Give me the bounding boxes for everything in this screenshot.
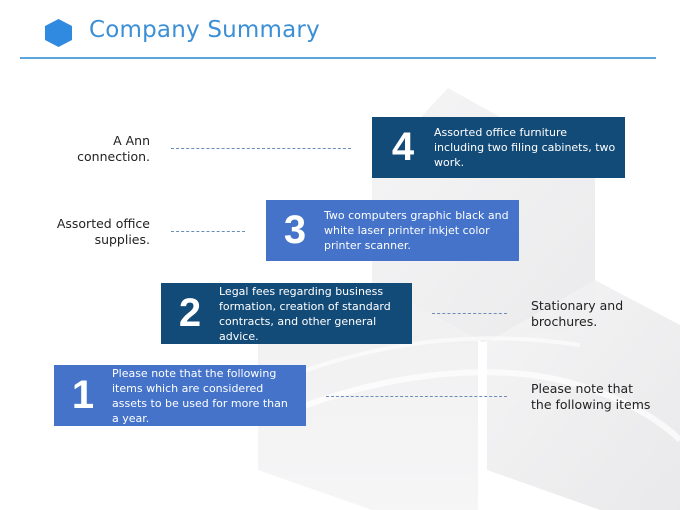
step-box-2: 2 Legal fees regarding business formatio… [161,283,412,344]
step-description: Legal fees regarding business formation,… [219,284,391,343]
connector-line [171,148,351,149]
step-description: Please note that the following items whi… [112,366,288,425]
step-description: Two computers graphic black and white la… [324,209,509,252]
step-number: 1 [71,373,95,417]
step-label-1: Please note that the following items [531,381,651,412]
step-label-2: Stationary and brochures. [531,298,624,329]
bg-swirl [268,369,680,443]
hexagon-icon [45,19,72,47]
step-box-3: 3 Two computers graphic black and white … [266,200,519,261]
connector-line [171,231,245,232]
step-label-3: Assorted office supplies. [56,216,150,247]
connector-line [326,396,507,397]
step-number: 4 [391,125,415,169]
step-number: 3 [283,208,307,252]
step-number: 2 [178,291,202,335]
step-label-4: A Ann connection. [77,133,150,164]
bg-hexagon-right [487,280,680,510]
step-box-4: 4 Assorted office furniture including tw… [372,117,625,178]
step-description: Assorted office furniture including two … [434,126,616,169]
step-box-1: 1 Please note that the following items w… [54,365,306,426]
connector-line [432,313,507,314]
bg-swirl [279,336,581,382]
page-title: Company Summary [89,17,320,43]
title-divider [20,57,656,59]
